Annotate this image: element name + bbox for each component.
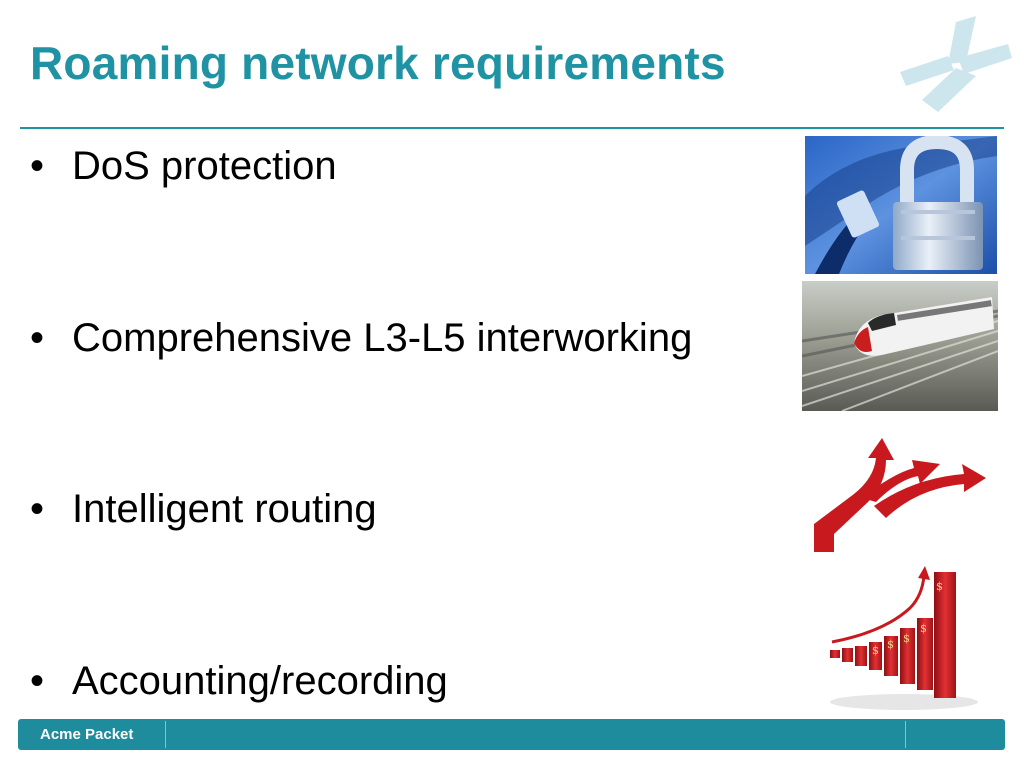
slide-title: Roaming network requirements xyxy=(30,37,726,89)
red-branching-arrows-image xyxy=(814,434,986,554)
svg-text:$: $ xyxy=(920,622,927,635)
asterisk-logo-icon xyxy=(900,16,1012,112)
padlock-network-cable-image xyxy=(805,136,997,274)
bullet-marker: • xyxy=(30,144,45,188)
high-speed-train-image xyxy=(802,281,998,411)
bullet-marker: • xyxy=(30,487,45,531)
svg-text:$: $ xyxy=(872,644,879,657)
footer-brand: Acme Packet xyxy=(40,726,134,743)
bullet-text: Comprehensive L3-L5 interworking xyxy=(72,316,693,360)
footer-divider xyxy=(165,721,166,748)
bullet-text: Intelligent routing xyxy=(72,487,377,531)
title-divider xyxy=(20,127,1004,129)
svg-text:$: $ xyxy=(887,638,894,651)
footer-divider xyxy=(905,721,906,748)
bullet-marker: • xyxy=(30,316,45,360)
svg-text:$: $ xyxy=(936,580,943,593)
bullet-text: DoS protection xyxy=(72,144,337,188)
bullet-text: Accounting/recording xyxy=(72,659,448,703)
svg-text:$: $ xyxy=(903,632,910,645)
rising-dollar-bar-chart-image: $ $ $ $ $ xyxy=(824,562,978,716)
bullet-marker: • xyxy=(30,659,45,703)
footer-bar: Acme Packet xyxy=(18,719,1005,750)
